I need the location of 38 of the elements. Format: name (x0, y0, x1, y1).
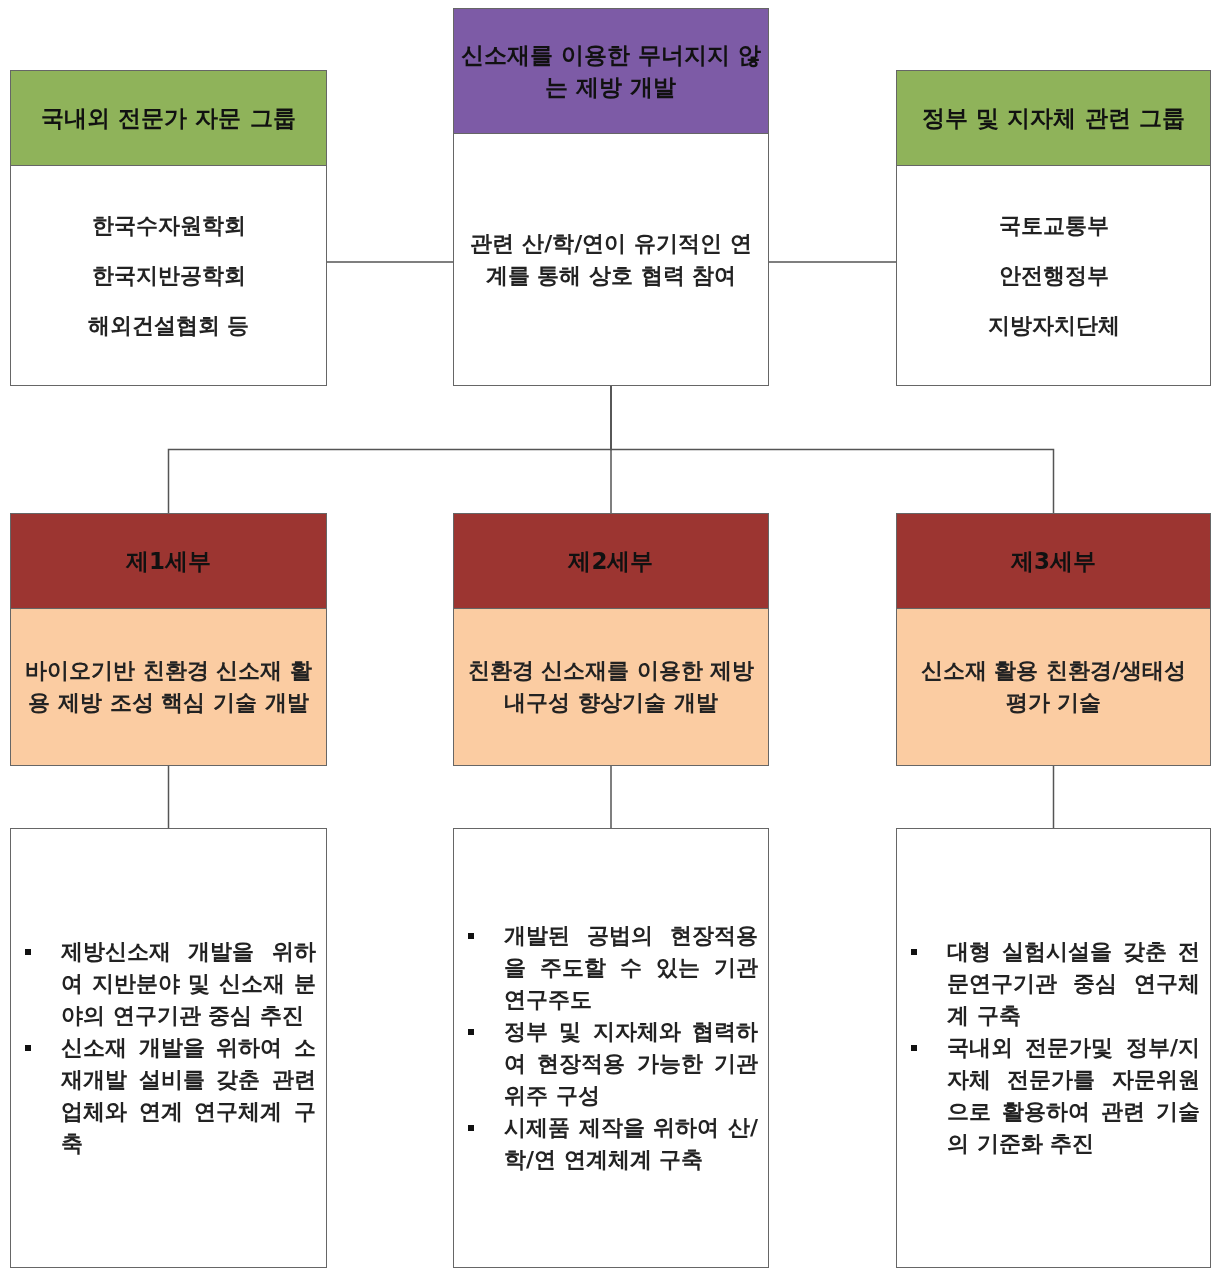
connector-line (1052, 765, 1055, 829)
body-text: 신소재 활용 친환경/생태성 평가 기술 (919, 657, 1188, 717)
body-text: 친환경 신소재를 이용한 제방내구성 향상기술 개발 (466, 657, 756, 717)
connector-line (610, 765, 612, 829)
organization-name: 지방자치단체 (987, 311, 1120, 340)
description-box (10, 828, 327, 1268)
header-text: 신소재를 이용한 무너지지 않는 제방 개발 (460, 40, 762, 102)
header-text: 정부 및 지자체 관련 그룹 (922, 103, 1185, 133)
bullet-item: 정부 및 지자체와 협력하여 현장적용 가능한 기관 위주 구성 (468, 1016, 758, 1112)
group-box (453, 8, 769, 386)
organization-name: 한국지반공학회 (91, 261, 246, 290)
bullet-item: 대형 실험시설을 갖춘 전문연구기관 중심 연구체계 구축 (911, 936, 1200, 1032)
bullet-item: 시제품 제작을 위하여 산/학/연 연계체계 구축 (468, 1112, 758, 1176)
body-text: 관련 산/학/연이 유기적인 연계를 통해 상호 협력 참여 (469, 229, 753, 290)
organization-name: 해외건설협회 등 (87, 311, 250, 340)
group-box (453, 513, 769, 766)
group-box (896, 513, 1211, 766)
description-box (453, 828, 769, 1268)
bullet-item: 개발된 공법의 현장적용을 주도할 수 있는 기관 연구주도 (468, 920, 758, 1016)
header-text: 국내외 전문가 자문 그룹 (41, 103, 296, 133)
bullet-item: 국내외 전문가및 정부/지자체 전문가를 자문위원으로 활용하여 관련 기술의 기준화 추진 (911, 1032, 1200, 1160)
body-text: 바이오기반 친환경 신소재 활용 제방 조성 핵심 기술 개발 (24, 657, 313, 717)
group-box (10, 513, 327, 766)
organization-name: 국토교통부 (998, 211, 1109, 240)
connector-line (768, 261, 897, 263)
group-box (10, 70, 327, 386)
description-box (896, 828, 1211, 1268)
header-text: 제3세부 (1011, 546, 1096, 576)
connector-line (326, 261, 454, 263)
connector-line (610, 385, 1055, 514)
connector-line (167, 765, 170, 829)
organization-name: 안전행정부 (998, 261, 1109, 290)
group-box (896, 70, 1211, 386)
header-text: 제2세부 (568, 546, 654, 576)
bullet-item: 제방신소재 개발을 위하여 지반분야 및 신소재 분야의 연구기관 중심 추진 (25, 936, 316, 1032)
organization-name: 한국수자원학회 (91, 211, 246, 240)
header-text: 제1세부 (126, 546, 211, 576)
bullet-item: 신소재 개발을 위하여 소재개발 설비를 갖춘 관련 업체와 연계 연구체계 구축 (25, 1032, 316, 1160)
